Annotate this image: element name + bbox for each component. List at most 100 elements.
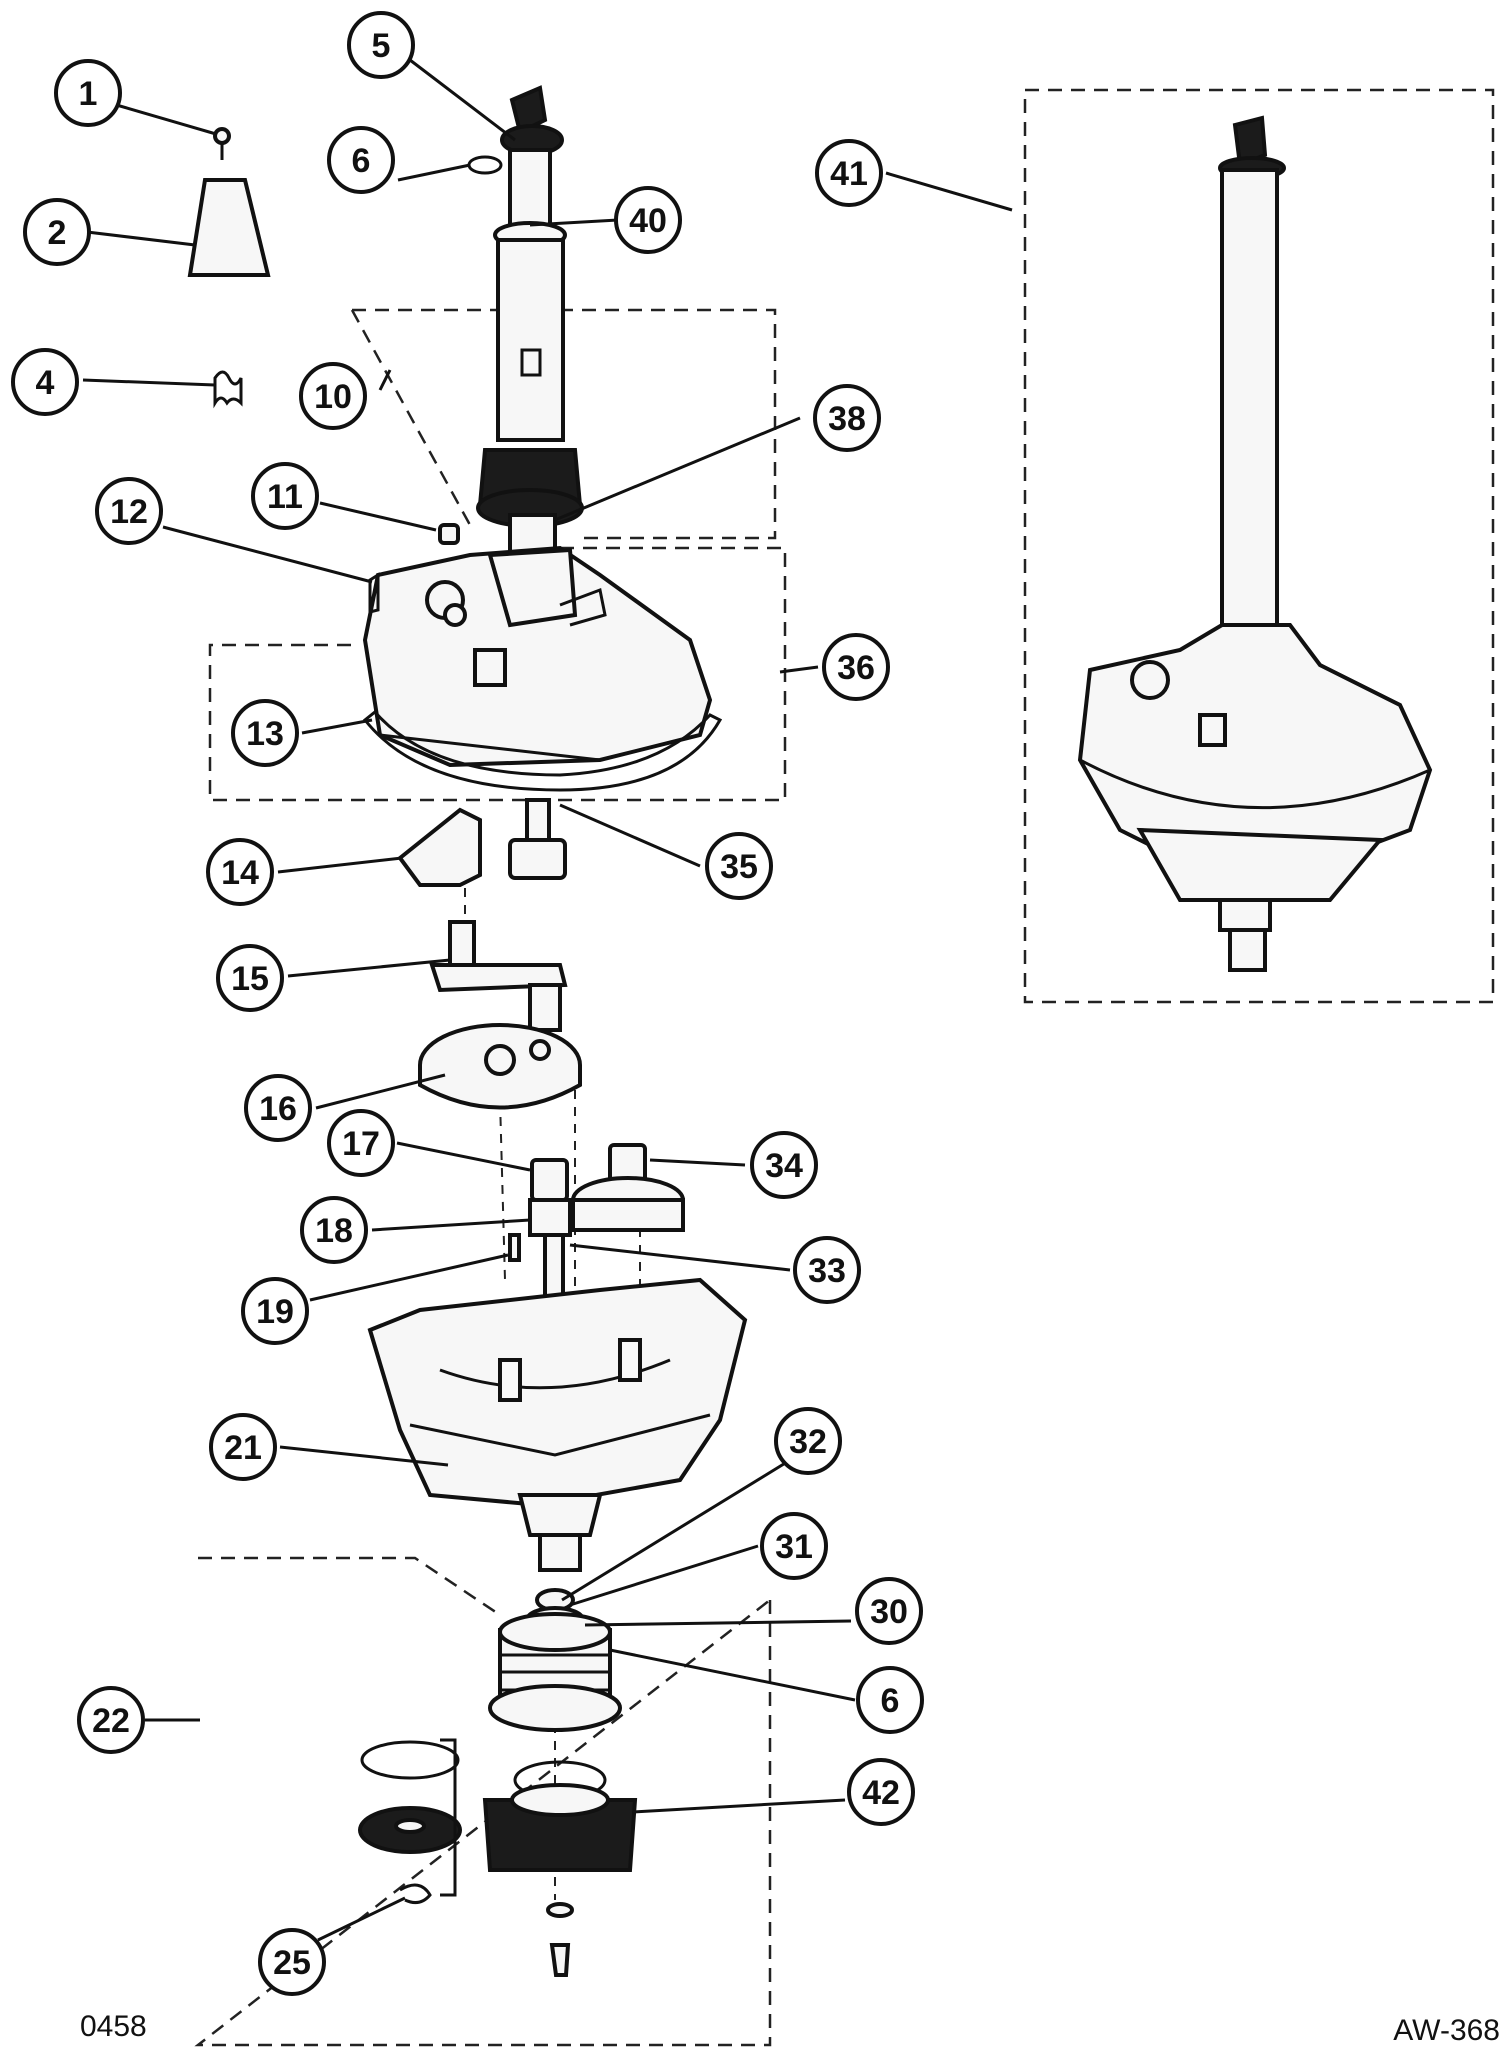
callout-circle: [760, 1512, 828, 1580]
callout-1: 1: [54, 59, 122, 127]
callout-circle: [813, 384, 881, 452]
part-11-nut: [438, 523, 460, 545]
part-bottom-screw: [546, 1902, 574, 1977]
callout-17: 17: [327, 1109, 395, 1177]
callout-circle: [815, 139, 883, 207]
callout-number: 10: [314, 378, 352, 416]
part-2-cap: [187, 178, 271, 277]
assembly-box-22: [194, 1556, 772, 2047]
callout-31: 31: [760, 1512, 828, 1580]
callout-circle: [793, 1236, 861, 1304]
callout-15: 15: [216, 944, 284, 1012]
diagram-reference: AW-368: [1393, 2014, 1500, 2047]
callout-13: 13: [231, 699, 299, 767]
callout-circle: [241, 1277, 309, 1345]
callout-40: 40: [614, 186, 682, 254]
assembly-box-36: [208, 546, 787, 802]
callout-circle: [774, 1407, 842, 1475]
callout-number: 16: [259, 1090, 297, 1128]
callout-number: 4: [36, 364, 55, 402]
callout-number: 14: [221, 854, 259, 892]
callout-number: 30: [870, 1593, 908, 1631]
callout-circle: [251, 462, 319, 530]
callout-number: 17: [342, 1125, 380, 1163]
part-1-screw: [213, 127, 231, 160]
part-21-case: [367, 1277, 748, 1572]
callout-21: 21: [209, 1413, 277, 1481]
callout-41: 41: [815, 139, 883, 207]
callout-25: 25: [258, 1928, 326, 1996]
callout-33: 33: [793, 1236, 861, 1304]
leader-lines: [82, 58, 1013, 1942]
callout-22: 22: [77, 1686, 145, 1754]
callout-circle: [258, 1928, 326, 1996]
callout-number: 2: [48, 214, 67, 252]
callout-34: 34: [750, 1131, 818, 1199]
callout-5: 5: [347, 11, 415, 79]
callout-number: 15: [231, 960, 269, 998]
callout-number: 40: [629, 202, 667, 240]
callout-circle: [11, 348, 79, 416]
callout-number: 6: [352, 142, 371, 180]
callout-number: 1: [79, 75, 98, 113]
part-22-components: [358, 1738, 462, 1905]
assembly-box-41: [1023, 88, 1495, 1004]
callout-number: 25: [273, 1944, 311, 1982]
part-14-plate: [397, 807, 482, 887]
callout-circle: [347, 11, 415, 79]
callout-number: 36: [837, 649, 875, 687]
callout-circle: [216, 944, 284, 1012]
part-12-bolt: [368, 572, 380, 614]
callout-circle: [206, 838, 274, 906]
callout-circle: [23, 198, 91, 266]
callout-number: 21: [224, 1429, 262, 1467]
callout-circle: [847, 1758, 915, 1826]
callout-number: 34: [765, 1147, 803, 1185]
callout-42: 42: [847, 1758, 915, 1826]
part-34-gear: [571, 1143, 685, 1232]
callout-11: 11: [251, 462, 319, 530]
callout-19: 19: [241, 1277, 309, 1345]
callout-circle: [327, 126, 395, 194]
part-16-gear: [418, 1023, 582, 1110]
callout-number: 38: [828, 400, 866, 438]
callout-circle: [327, 1109, 395, 1177]
callout-circle: [209, 1413, 277, 1481]
assembly-boxes: [194, 88, 1495, 2047]
callout-circle: [705, 832, 773, 900]
callout-circle: [822, 633, 890, 701]
callout-16: 16: [244, 1074, 312, 1142]
callout-number: 32: [789, 1423, 827, 1461]
callout-12: 12: [95, 477, 163, 545]
callout-30: 30: [855, 1577, 923, 1645]
callout-number: 13: [246, 715, 284, 753]
callout-6: 6: [327, 126, 395, 194]
callout-number: 41: [830, 155, 868, 193]
callout-number: 5: [372, 27, 391, 65]
callout-14: 14: [206, 838, 274, 906]
callout-6: 6: [856, 1666, 924, 1734]
part-35-pinion: [508, 798, 567, 880]
part-6-ring: [467, 155, 503, 175]
callout-circle: [231, 699, 299, 767]
callout-circle: [244, 1074, 312, 1142]
callout-number: 42: [862, 1774, 900, 1812]
callout-number: 11: [267, 478, 303, 516]
part-15-crank: [429, 920, 568, 1032]
callout-number: 18: [315, 1212, 353, 1250]
callout-number: 35: [720, 848, 758, 886]
callout-number: 6: [881, 1682, 900, 1720]
callout-32: 32: [774, 1407, 842, 1475]
callout-circle: [614, 186, 682, 254]
callout-36: 36: [822, 633, 890, 701]
callout-4: 4: [11, 348, 79, 416]
callout-circle: [855, 1577, 923, 1645]
callout-2: 2: [23, 198, 91, 266]
callout-number: 33: [808, 1252, 846, 1290]
callout-circle: [299, 362, 367, 430]
callout-circle: [54, 59, 122, 127]
part-19-pin: [508, 1233, 521, 1262]
callout-circle: [77, 1686, 145, 1754]
